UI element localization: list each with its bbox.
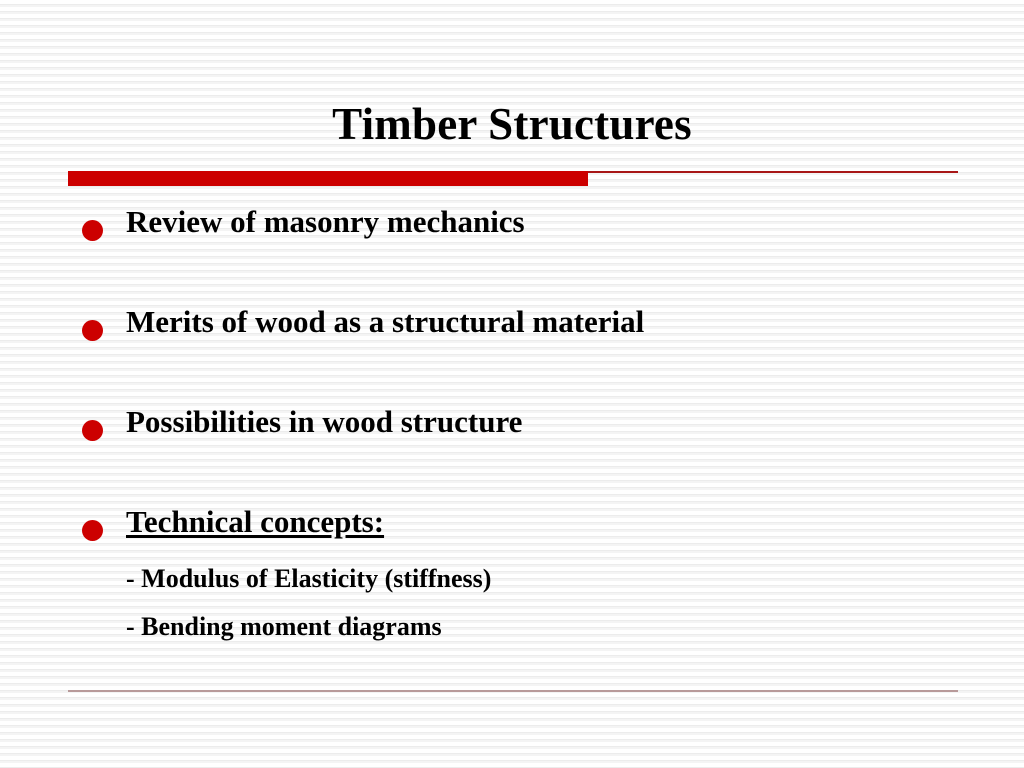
bullet-item: Possibilities in wood structure bbox=[68, 403, 968, 503]
bullet-item-label: Review of masonry mechanics bbox=[126, 204, 525, 239]
bullet-item-label: Technical concepts: bbox=[126, 504, 385, 539]
bullet-item-label: Possibilities in wood structure bbox=[126, 404, 523, 439]
bullet-item: Merits of wood as a structural material bbox=[68, 303, 968, 403]
sub-item-label: - Bending moment diagrams bbox=[126, 611, 442, 641]
bullet-item: Technical concepts: - Modulus of Elastic… bbox=[68, 503, 968, 643]
bullet-dot-icon bbox=[82, 220, 103, 241]
sub-item-label: - Modulus of Elasticity (stiffness) bbox=[126, 563, 492, 593]
bullet-dot-icon bbox=[82, 320, 103, 341]
bullet-dot-icon bbox=[82, 420, 103, 441]
title-divider-thick-bar bbox=[68, 171, 588, 186]
footer-divider bbox=[68, 690, 958, 692]
slide-title: Timber Structures bbox=[332, 99, 692, 149]
title-divider bbox=[68, 171, 958, 187]
bullet-item: Review of masonry mechanics bbox=[68, 203, 968, 303]
bullet-item-label: Merits of wood as a structural material bbox=[126, 304, 645, 339]
bullet-dot-icon bbox=[82, 520, 103, 541]
slide-body: Review of masonry mechanics Merits of wo… bbox=[68, 203, 968, 643]
